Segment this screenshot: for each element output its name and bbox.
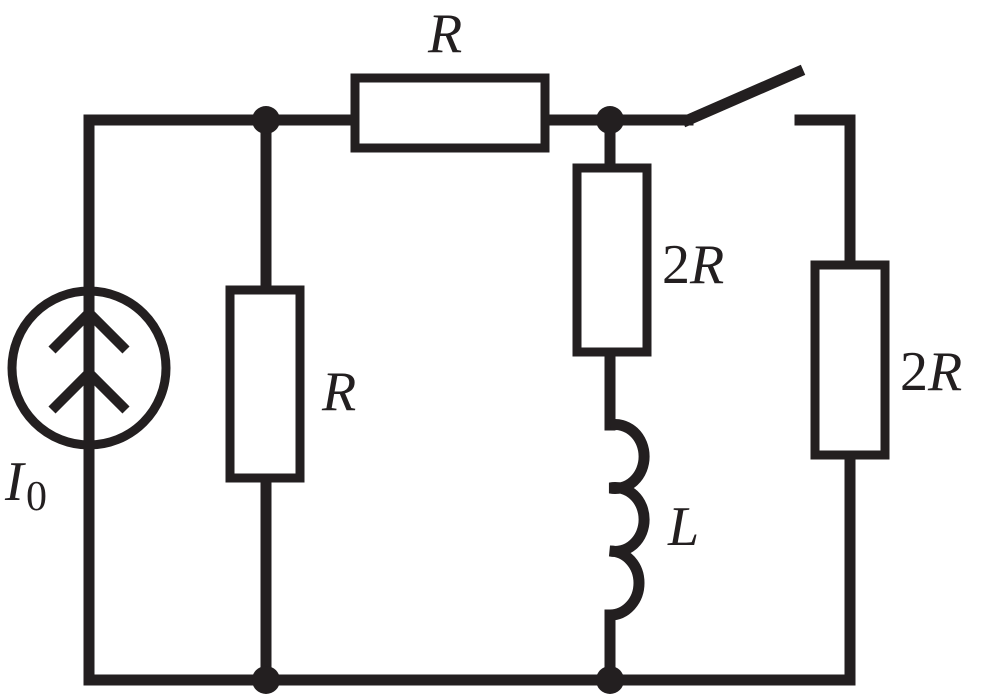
current-source [7,286,171,451]
wires [83,114,856,686]
resistor-right [810,260,890,460]
inductor-coil [608,419,650,621]
switch-blade [680,64,806,128]
label-right-resistor-coef: 2 [900,341,928,403]
junction-node-top-middle [596,106,624,134]
resistor-top [350,73,550,153]
label-middle-resistor-coef: 2 [662,234,690,296]
label-right-resistor: 2R [900,341,962,403]
label-middle-resistor-symbol: R [689,234,724,296]
label-inductor: L [667,496,699,558]
label-middle-resistor: 2R [662,234,724,296]
junction-node-bottom-middle [596,666,624,694]
label-source-subscript: 0 [26,474,47,520]
arrow-chevron-upper [48,305,130,354]
junction-node-bottom-left [252,666,280,694]
label-source-symbol: I [4,451,26,513]
arrow-chevron-lower [48,365,130,414]
label-left-resistor: R [321,361,356,423]
resistor-left [225,285,305,483]
junction-node-top-left [252,106,280,134]
resistor-middle [572,163,652,357]
label-right-resistor-symbol: R [927,341,962,403]
label-top-resistor: R [427,3,462,65]
